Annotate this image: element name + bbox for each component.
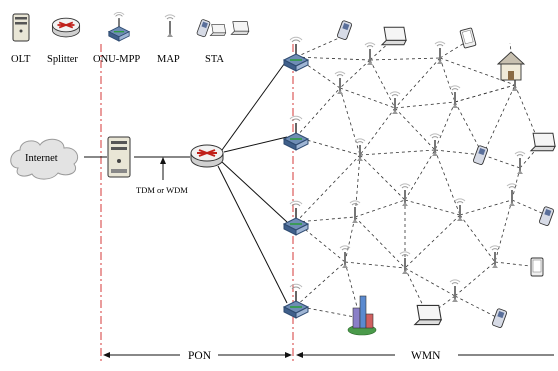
onu-mpp-node [283,36,309,72]
map-antenna-icon [334,70,346,95]
laptop-icon [414,304,442,326]
wmn-label: WMN [411,350,441,362]
wmn-mesh-links [295,37,545,319]
building-icon [347,295,377,336]
wmn-span [296,352,554,358]
map-antenna-icon [389,90,401,115]
tablet-icon [459,27,477,49]
sta-devices-icon [196,18,250,38]
onu-mpp-legend-icon [107,11,131,42]
map-antenna-icon [364,41,376,66]
onu-mpp-node [283,283,309,319]
tablet-icon [530,257,544,277]
splitter-icon [190,144,224,168]
map-legend-icon [164,13,176,38]
house-icon [496,51,526,81]
map-antenna-icon [434,40,446,65]
olt-server-icon [107,136,131,178]
olt-label: OLT [11,54,31,65]
laptop-icon [381,26,407,46]
internet-label: Internet [25,153,58,164]
map-antenna-icon [399,182,411,207]
phone-icon [472,144,489,166]
olt-legend-icon [12,13,30,42]
map-label: MAP [157,54,180,65]
pon-fiber-links [84,59,288,304]
sta-nodes [336,19,556,336]
map-antenna-icon [429,132,441,157]
map-antenna-icon [349,199,361,224]
splitter-label: Splitter [47,54,78,65]
laptop-icon [530,132,556,152]
tdm-wdm-label: TDM or WDM [136,185,188,195]
map-antenna-icon [449,278,461,303]
cloud-icon [10,138,79,180]
onu-mpp-node [283,115,309,151]
map-nodes [334,40,526,303]
map-antenna-icon [454,197,466,222]
sta-label: STA [205,54,224,65]
phone-icon [538,205,555,227]
onu-mpp-node [283,200,309,236]
map-antenna-icon [449,84,461,109]
pon-span [103,352,292,358]
tdm-wdm-arrow [160,157,166,180]
map-antenna-icon [514,150,526,175]
phone-icon [491,307,508,329]
splitter-legend-icon [51,17,81,38]
pon-label: PON [188,350,212,362]
onu-mpp-label: ONU-MPP [93,54,140,65]
phone-icon [336,19,353,41]
legend: OLT Splitter ONU-MPP MAP STA [11,11,250,65]
